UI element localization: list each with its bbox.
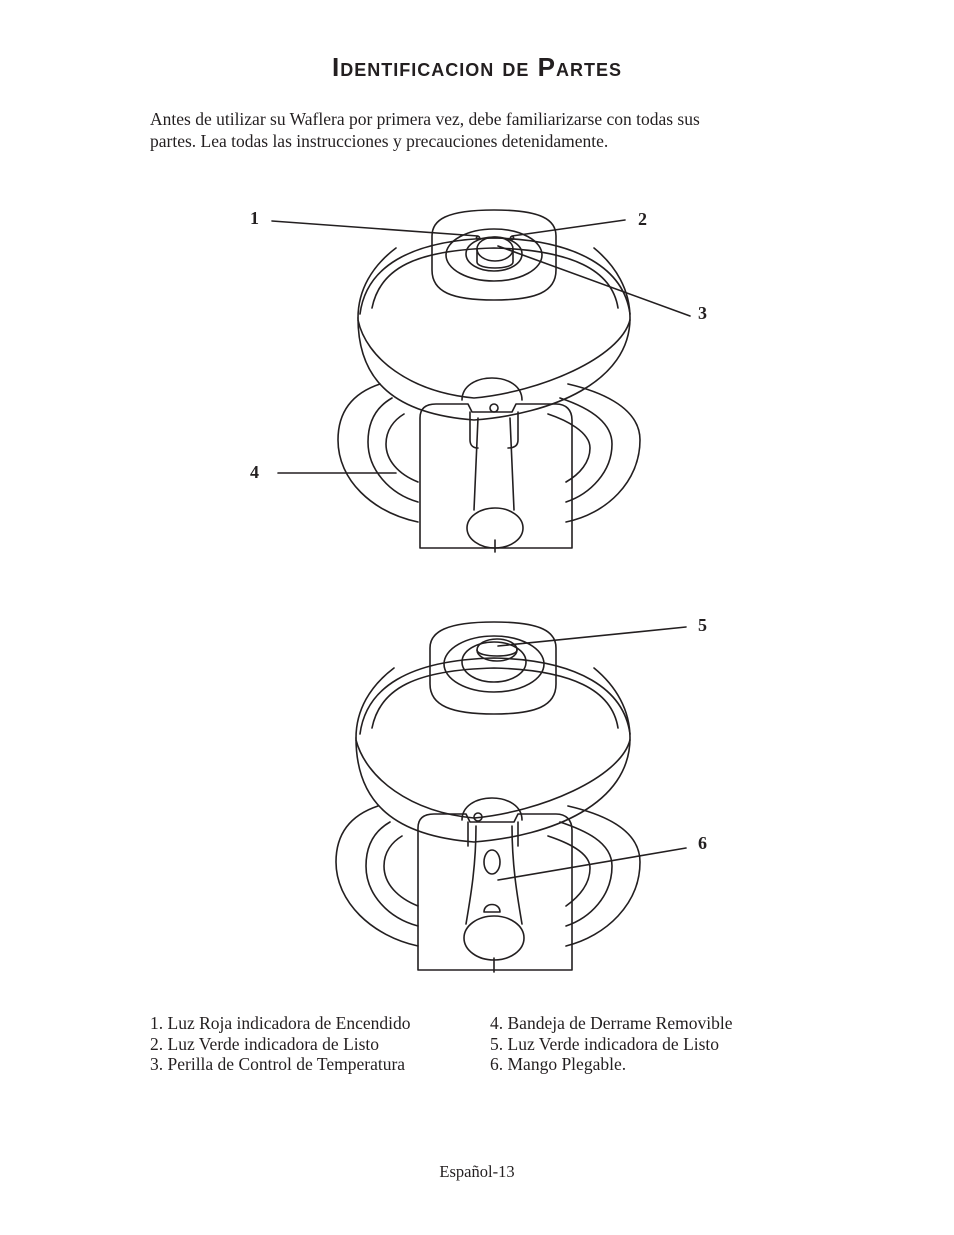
handle-screw [473, 812, 483, 822]
drip-tray [335, 805, 641, 947]
control-dial-ring [461, 641, 527, 683]
control-dial-outer [445, 228, 543, 282]
handle-grip [473, 417, 515, 511]
parts-list-item: 2. Luz Verde indicadora de Listo [150, 1033, 380, 1054]
folded-handle [465, 825, 523, 925]
handle-end [463, 915, 525, 961]
dome-rim [355, 739, 631, 819]
handle-oval-slot [483, 849, 501, 875]
body-base [355, 667, 631, 843]
hinge [461, 797, 523, 821]
parts-list-item: 5. Luz Verde indicadora de Listo [490, 1033, 720, 1054]
parts-list-item: 4. Bandeja de Derrame Removible [490, 1013, 733, 1033]
dome-inner [371, 247, 619, 309]
intro-paragraph: Antes de utilizar su Waflera por primera… [150, 108, 810, 152]
control-housing [429, 621, 557, 715]
dome-rim [357, 319, 631, 399]
body-base [357, 247, 631, 421]
intro-line-1: Antes de utilizar su Waflera por primera… [150, 109, 700, 129]
body-base-left [355, 667, 395, 739]
leader-line-5 [497, 626, 687, 647]
green-ready-light [509, 235, 515, 241]
page-footer: Español-13 [439, 1162, 515, 1181]
body-base-left [357, 247, 397, 319]
callout-4: 4 [250, 462, 259, 482]
handle-slot-right [507, 411, 519, 449]
handle-screw [489, 403, 499, 413]
handle-hole [483, 903, 501, 913]
hinge [461, 377, 523, 401]
callout-3: 3 [698, 303, 707, 323]
handle-frame [419, 403, 573, 549]
drip-tray-inner-ring-2 [385, 413, 591, 483]
drip-tray-inner-ring [365, 821, 613, 927]
intro-line-2: partes. Lea todas las instrucciones y pr… [150, 131, 609, 151]
callout-2: 2 [638, 209, 647, 229]
callout-5: 5 [698, 615, 707, 635]
drip-tray [337, 383, 641, 523]
dome-top [359, 657, 631, 735]
control-dial-outer [443, 635, 545, 693]
dome-top [359, 237, 631, 315]
leader-line-2 [511, 219, 626, 237]
waffle-maker-bottom-view [335, 621, 687, 973]
callout-6: 6 [698, 833, 707, 853]
callout-1: 1 [250, 208, 259, 228]
parts-list-right: 4. Bandeja de Derrame Removible 5. Luz V… [490, 1013, 732, 1075]
drip-tray-inner-ring [367, 397, 613, 503]
parts-list-item: 1. Luz Roja indicadora de Encendido [150, 1013, 411, 1033]
handle-frame [417, 813, 573, 971]
ready-light-seam [476, 649, 518, 657]
drip-tray-inner-ring-2 [383, 835, 591, 907]
leader-line-3 [497, 245, 691, 317]
page-title: Identificacion de Partes [331, 52, 623, 82]
leader-line-6 [497, 847, 687, 881]
leader-line-1 [271, 220, 479, 237]
control-housing [431, 209, 557, 301]
parts-list-item: 3. Perilla de Control de Temperatura [150, 1054, 406, 1074]
parts-list-item: 6. Mango Plegable. [490, 1054, 627, 1074]
temperature-knob-side [476, 248, 514, 269]
parts-list-left: 1. Luz Roja indicadora de Encendido 2. L… [150, 1013, 410, 1075]
waffle-maker-top-view [271, 209, 691, 553]
dome-inner [371, 667, 619, 729]
